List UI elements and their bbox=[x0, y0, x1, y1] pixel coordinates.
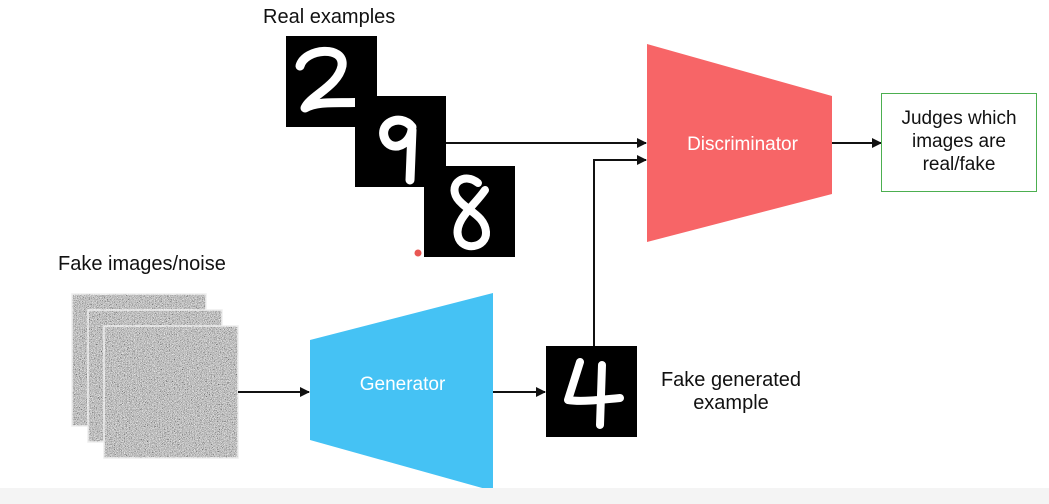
fake-noise-label: Fake images/noise bbox=[58, 253, 226, 275]
fake-generated-label: Fake generated example bbox=[660, 369, 802, 414]
generator-block bbox=[310, 293, 493, 491]
bottom-bar bbox=[0, 488, 1049, 504]
cursor-dot bbox=[414, 249, 422, 257]
judge-output-label: Judges which images are real/fake bbox=[901, 108, 1017, 175]
discriminator-label: Discriminator bbox=[687, 134, 798, 155]
real-digit-tile-2 bbox=[286, 36, 377, 127]
arrow-fake-to-discriminator bbox=[593, 155, 647, 346]
real-examples-label: Real examples bbox=[263, 6, 396, 28]
judge-output-box: Judges which images are real/fake bbox=[881, 93, 1037, 192]
discriminator-block bbox=[647, 44, 832, 242]
generator-label: Generator bbox=[359, 374, 446, 395]
fake-digit-tile-4 bbox=[546, 346, 637, 437]
noise-image-stack bbox=[71, 293, 239, 459]
real-digit-tile-8 bbox=[424, 166, 515, 257]
